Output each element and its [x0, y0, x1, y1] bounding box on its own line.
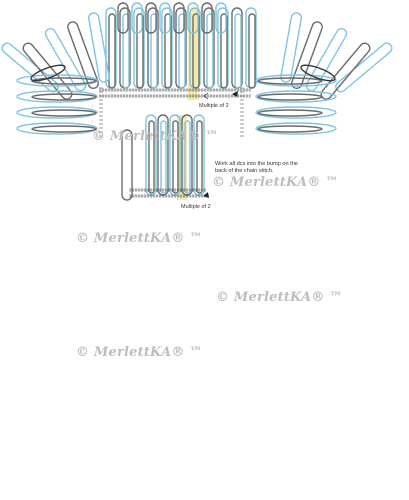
stitch-loop-top-inner: [206, 13, 214, 89]
stitch-loop-top-upper: [159, 2, 171, 34]
stitch-loop-right-row: [255, 106, 337, 119]
stitch-loop-right-row: [255, 74, 337, 87]
stitch-loop-left-row: [16, 106, 98, 119]
watermark-3: © MerlettKA® ™: [76, 231, 203, 246]
stitch-loop-top-upper: [173, 2, 185, 34]
stitch-loop-right-row: [255, 90, 337, 103]
stitch-loop-bottom-inner: [172, 120, 179, 194]
stitch-loop-top-upper: [145, 2, 157, 34]
stitch-loop-bottom-inner: [184, 120, 191, 194]
instruction-line-1: Work all dcs into the bump on the: [215, 161, 298, 167]
arrow-icon-top-2: [203, 92, 209, 100]
stitch-loop-right-angled: [300, 64, 336, 82]
stitch-loop-top-inner: [108, 13, 116, 89]
multiple-of-2-label-top: Multiple of 2: [199, 103, 229, 109]
stitch-loop-right-row-inner: [257, 77, 323, 85]
stitch-loop-top-upper: [201, 2, 213, 34]
stitch-loop-left-row-inner: [31, 77, 97, 85]
watermark-5: © MerlettKA® ™: [76, 345, 203, 360]
stitch-loop-left-row-inner: [31, 109, 97, 117]
watermark-1: © MerlettKA® ™: [92, 129, 219, 144]
multiple-of-2-label-bottom: Multiple of 2: [181, 204, 211, 210]
stitch-loop-fan-left: [88, 12, 110, 83]
stitch-loop-right-row-inner: [257, 125, 323, 133]
stitch-loop-right-row-inner: [257, 93, 323, 101]
arrow-icon-bottom: [203, 192, 209, 198]
stitch-loop-bottom-edge: [121, 129, 133, 201]
stitch-loop-top-inner: [234, 13, 242, 89]
stitch-loop-fan-right: [305, 28, 348, 92]
stitch-loop-left-row: [16, 122, 98, 135]
stitch-loop-top-inner: [164, 13, 172, 89]
stitch-loop-fan-left: [22, 42, 73, 100]
instruction-note: Work all dcs into the bump on the back o…: [215, 161, 325, 175]
stitch-loop-left-row-inner: [31, 125, 97, 133]
stitch-loop-bottom-inner: [148, 120, 155, 194]
stitch-loop-fan-right: [320, 42, 371, 100]
stitch-loop-top-upper: [117, 2, 129, 34]
stitch-loop-top-upper: [187, 2, 199, 34]
stitch-loop-fan-right: [280, 12, 302, 83]
stitch-loop-fan-right: [291, 21, 323, 90]
stitch-loop-bottom-inner: [196, 120, 203, 194]
stitch-loop-top-upper: [131, 2, 143, 34]
stitch-loop-top-upper: [215, 2, 227, 34]
instruction-line-2: back of the chain stitch.: [215, 168, 274, 174]
watermark-4: © MerlettKA® ™: [216, 290, 343, 305]
watermark-2: © MerlettKA® ™: [212, 175, 339, 190]
stitch-loop-bottom-inner: [160, 120, 167, 194]
stitch-loop-fan-left: [44, 28, 87, 92]
chart-group: [1, 2, 393, 201]
stitch-loop-right-row: [255, 122, 337, 135]
stitch-loop-left-row: [16, 90, 98, 103]
stitch-loop-fan-left: [67, 21, 99, 90]
arrow-icon-top: [232, 91, 238, 97]
stitch-loop-top-inner: [220, 13, 228, 89]
stitch-loop-top-inner: [178, 13, 186, 89]
stitch-loop-left-row-inner: [31, 93, 97, 101]
stitch-loop-left-angled: [30, 64, 66, 82]
stitch-loop-top-inner: [122, 13, 130, 89]
stitch-loop-right-row-inner: [257, 109, 323, 117]
stitch-loop-top-inner: [248, 13, 256, 89]
stitch-loop-top-inner: [136, 13, 144, 89]
